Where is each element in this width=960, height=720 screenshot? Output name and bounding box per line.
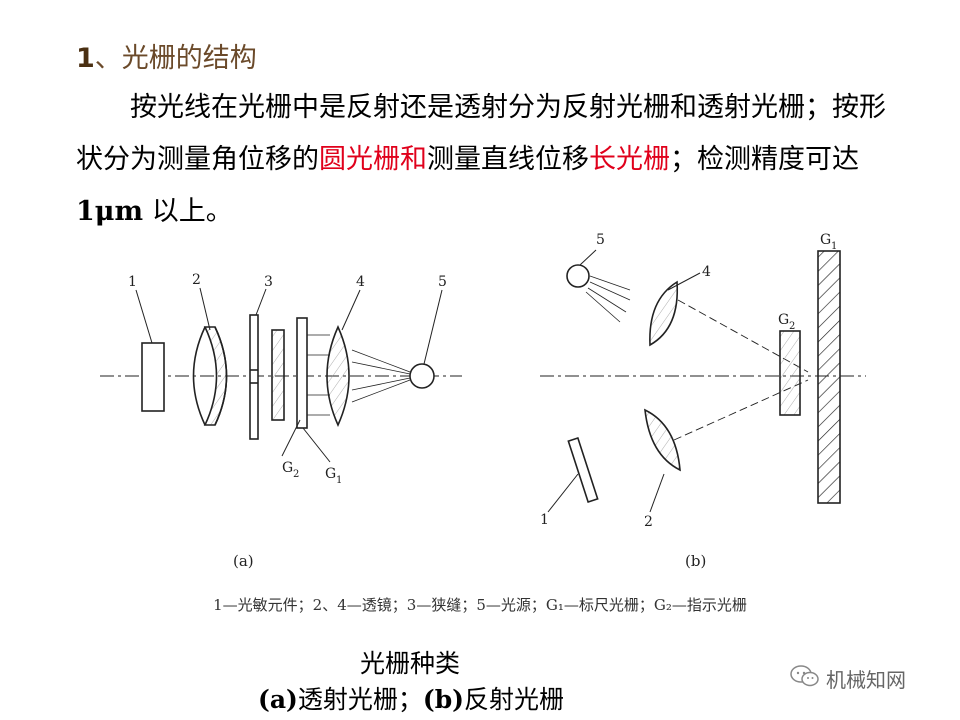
label-b-g1: G xyxy=(820,232,831,248)
caption-b: (b) xyxy=(685,552,706,570)
caption-a-text: 透射光栅； xyxy=(297,685,423,714)
wechat-icon xyxy=(790,665,820,692)
figure-caption-subtitle: (a)透射光栅；(b)反射光栅 xyxy=(258,680,564,716)
label-b-g2-sub: 2 xyxy=(789,321,795,332)
label-b-2: 2 xyxy=(644,514,653,530)
labels-a: 1 2 3 4 5 G 2 G 1 (a) xyxy=(128,272,447,570)
grating-diagram: 1 2 3 4 5 G 2 G 1 (a) 5 4 G xyxy=(100,232,866,570)
light-source-5-b xyxy=(566,264,590,288)
lens-4-b xyxy=(649,280,679,347)
caption-b-text: 反射光栅 xyxy=(464,685,565,714)
caption-a-label: (a) xyxy=(258,685,298,714)
grating-g2-a xyxy=(271,329,285,421)
label-b-g1-sub: 1 xyxy=(831,241,837,252)
grating-g2-b xyxy=(779,330,801,416)
grating-g1-a xyxy=(296,317,308,429)
label-a-1: 1 xyxy=(128,274,137,290)
photocell-1 xyxy=(141,342,165,412)
para-text-4: 以上。 xyxy=(143,196,233,227)
label-a-g1: G xyxy=(325,466,336,482)
watermark: 机械知网 xyxy=(790,664,906,693)
light-source-5-a xyxy=(409,363,435,389)
figure-caption-title: 光栅种类 xyxy=(360,649,461,678)
figure-legend: 1—光敏元件；2、4—透镜；3—狭缝；5—光源；G₁—标尺光栅；G₂—指示光栅 xyxy=(213,596,747,614)
label-b-5: 5 xyxy=(596,232,605,248)
caption-b-label: (b) xyxy=(422,685,465,714)
label-a-2: 2 xyxy=(192,272,201,288)
para-precision-value: 1μm xyxy=(76,196,144,227)
para-highlight-circular-grating: 圆光栅和 xyxy=(319,144,427,175)
section-title: 、光栅的结构 xyxy=(94,43,257,74)
label-a-g2-sub: 2 xyxy=(293,469,299,480)
label-a-3: 3 xyxy=(264,274,273,290)
photocell-1-b xyxy=(567,437,599,503)
label-a-4: 4 xyxy=(356,274,365,290)
slit-3 xyxy=(249,314,259,440)
labels-b: 5 4 G 1 G 2 1 2 (b) xyxy=(540,232,837,570)
para-text-2: 测量直线位移 xyxy=(427,144,589,175)
lens-4 xyxy=(326,325,350,427)
caption-a: (a) xyxy=(233,552,254,570)
section-number: 1 xyxy=(76,43,95,74)
label-a-g1-sub: 1 xyxy=(336,475,342,486)
label-b-1: 1 xyxy=(540,512,549,528)
lens-2-b xyxy=(644,408,681,472)
grating-g1-b xyxy=(817,250,841,504)
label-a-5: 5 xyxy=(438,274,447,290)
diagram-b-reflection xyxy=(540,249,866,513)
label-b-4: 4 xyxy=(702,264,711,280)
para-highlight-linear-grating: 长光栅 xyxy=(589,144,670,175)
body-paragraph: 按光线在光栅中是反射还是透射分为反射光栅和透射光栅；按形状分为测量角位移的圆光栅… xyxy=(76,82,906,238)
para-text-3: ；检测精度可达 xyxy=(670,144,859,175)
watermark-text: 机械知网 xyxy=(826,668,906,692)
label-b-g2: G xyxy=(778,312,789,328)
label-a-g2: G xyxy=(282,460,293,476)
para-text-1: 按光线在光栅中是反射还是透射分为反射光栅和透射光栅；按形状分为测量角位移的 xyxy=(76,92,886,175)
diagram-a-transmission xyxy=(100,287,462,463)
section-heading: 1、光栅的结构 xyxy=(76,36,257,75)
